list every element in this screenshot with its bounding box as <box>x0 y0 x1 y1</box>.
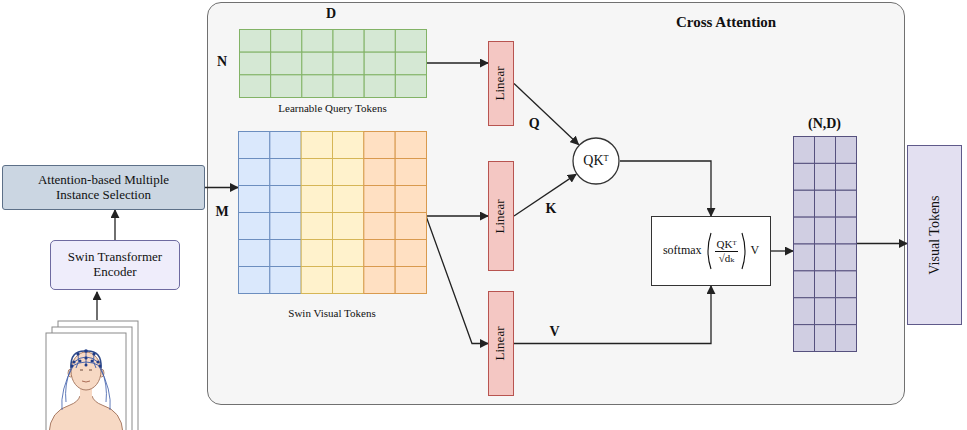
layer-label: Linear <box>494 327 509 361</box>
dimension-label: D <box>326 6 336 22</box>
panel-title: Cross Attention <box>676 14 776 31</box>
layer-label: Linear <box>494 199 509 233</box>
connector-arrow <box>205 187 238 188</box>
box-label: Swin Transformer Encoder <box>59 250 171 280</box>
connector-arrow <box>856 243 907 244</box>
linear-layer: Linear <box>488 161 514 271</box>
connector-arrow <box>620 161 711 216</box>
eeg-subject-figure <box>49 349 123 430</box>
dimension-label: M <box>215 204 228 220</box>
connector-arrow <box>426 216 488 344</box>
dimension-label: N <box>217 54 227 70</box>
connector-arrow <box>114 210 115 240</box>
denominator: √dₖ <box>717 252 737 265</box>
matmul-circle: QKᵀ <box>572 137 620 185</box>
grid-caption: (N,D) <box>793 116 856 132</box>
softmax-box: softmax QKᵀ√dₖ V <box>651 216 771 286</box>
connector-arrow <box>514 84 579 145</box>
fraction: QKᵀ√dₖ <box>715 238 739 264</box>
encoder-box: Swin Transformer Encoder <box>50 240 180 290</box>
connector-arrow <box>514 286 711 344</box>
output-box: Visual Tokens <box>907 145 962 325</box>
function-name: softmax <box>663 244 702 258</box>
parenthesis <box>705 231 713 271</box>
grid-caption: Learnable Query Tokens <box>239 102 426 115</box>
numerator: QKᵀ <box>715 238 739 252</box>
connector-arrow <box>426 215 488 216</box>
input-arrow <box>96 292 97 320</box>
matmul-label: QKᵀ <box>583 153 608 169</box>
edge-label: Q <box>527 116 542 132</box>
value-symbol: V <box>750 244 759 258</box>
linear-layer: Linear <box>488 41 514 126</box>
layer-label: Linear <box>494 67 509 101</box>
linear-layer: Linear <box>488 291 514 396</box>
eeg-image-stack <box>46 321 138 430</box>
token-cells <box>238 131 426 293</box>
output-token-grid: (N,D) <box>793 136 856 351</box>
grid-caption: Swin Visual Tokens <box>238 307 426 320</box>
token-cells <box>239 29 426 97</box>
query-token-grid: Learnable Query Tokens <box>239 29 426 97</box>
parenthesis <box>740 231 748 271</box>
connector-arrow <box>771 250 793 251</box>
connector-arrow <box>426 62 488 63</box>
image-card <box>46 333 126 430</box>
edge-label: V <box>547 324 561 340</box>
edge-label: K <box>544 201 559 217</box>
selection-box: Attention-based Multiple Instance Select… <box>2 165 205 210</box>
layer-label: Visual Tokens <box>926 195 942 274</box>
token-cells <box>793 136 856 351</box>
box-label: Attention-based Multiple Instance Select… <box>24 173 184 203</box>
visual-token-grid: Swin Visual Tokens <box>238 131 426 293</box>
